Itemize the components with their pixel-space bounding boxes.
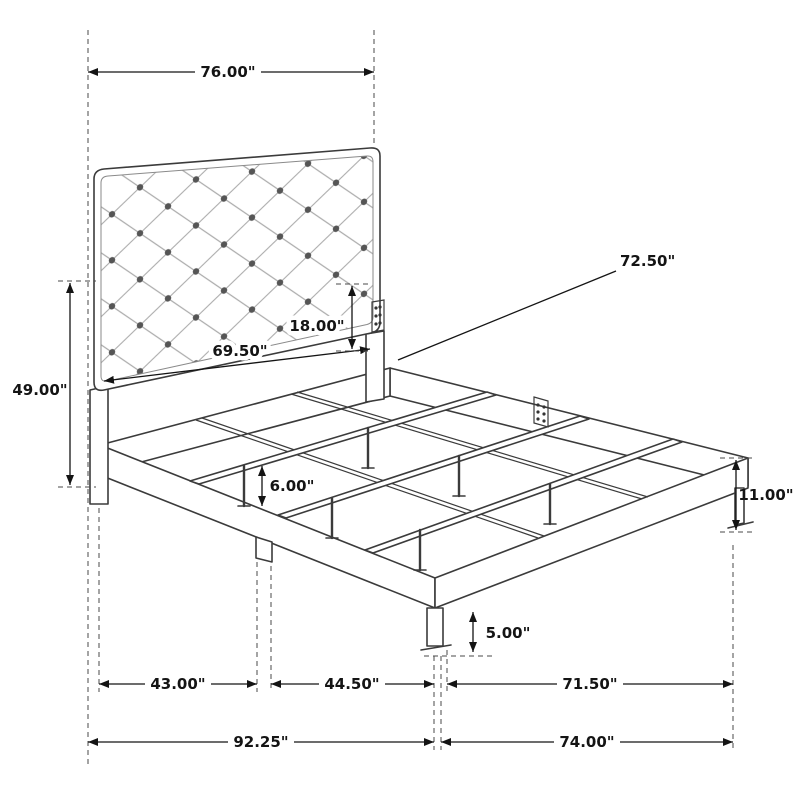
headboard-leg-right — [365, 330, 385, 403]
center-rail — [195, 419, 539, 539]
center-rail — [201, 417, 545, 537]
headboard-tufting — [100, 155, 374, 382]
slat — [189, 391, 497, 485]
bracket-plate — [371, 299, 385, 333]
bracket-hole — [374, 322, 378, 326]
dim-section-mid: 44.50" — [271, 674, 434, 694]
dim-section-head: 43.00" — [99, 674, 257, 694]
foot-left-leg-post — [426, 607, 444, 647]
label-bg — [319, 674, 385, 694]
dim-foot-width: 74.00" — [441, 732, 733, 752]
bracket-hole — [542, 412, 546, 416]
section-head-label: 43.00" — [150, 675, 205, 693]
dim-rail-height: 11.00" — [720, 457, 794, 533]
bracket-hole — [536, 410, 540, 414]
dim-overall-length: 92.25" — [88, 732, 434, 752]
dim-slat-length: 72.50" — [397, 252, 675, 361]
slat — [364, 438, 683, 554]
slat — [277, 415, 590, 519]
support-leg-height-label: 6.00" — [270, 477, 315, 495]
bracket-hole — [536, 403, 540, 407]
foot-rail — [434, 457, 749, 609]
bracket-hole — [536, 417, 540, 421]
label-bg — [195, 62, 261, 82]
bracket-hole — [378, 313, 382, 317]
panel-height-label: 18.00" — [289, 317, 344, 335]
overall-length-label: 92.25" — [233, 733, 288, 751]
interior-width-label: 69.50" — [212, 342, 267, 360]
bracket-plate — [533, 396, 549, 428]
foot-left-leg — [420, 607, 452, 651]
dim-headboard-width: 76.00" — [88, 62, 374, 82]
bracket-hole — [378, 321, 382, 325]
extension-lines — [87, 30, 734, 768]
foot-leg-height-label: 5.00" — [486, 624, 531, 642]
bracket-hole — [374, 314, 378, 318]
foot-left-leg-foot — [420, 644, 452, 651]
support-legs — [237, 426, 557, 572]
rail-height-label: 11.00" — [738, 486, 793, 504]
dim-headboard-height: 49.00" — [12, 280, 96, 488]
leader-line — [397, 270, 617, 361]
headboard-height-label: 49.00" — [12, 381, 67, 399]
dim-support-leg-height: 6.00" — [258, 466, 319, 506]
section-mid-label: 44.50" — [324, 675, 379, 693]
label-bg — [554, 732, 620, 752]
dim-line — [103, 346, 371, 384]
center-rails — [195, 391, 649, 539]
bracket-hole — [378, 305, 382, 309]
slats — [189, 391, 683, 554]
headboard-leg-left — [89, 385, 109, 505]
bed-frame — [89, 147, 754, 651]
foot-width-label: 74.00" — [559, 733, 614, 751]
label-bg — [145, 674, 211, 694]
head-rail — [99, 367, 391, 474]
far-side-rail — [389, 367, 749, 487]
bracket-hole — [374, 306, 378, 310]
section-foot-label: 71.50" — [562, 675, 617, 693]
bracket-side-rail — [533, 396, 549, 428]
center-rail — [296, 391, 649, 498]
bracket-headboard-post — [371, 299, 385, 333]
label-bg — [228, 732, 294, 752]
dimension-annotations: 76.00" 49.00" 69.50" 18.00" 72.50" 6.00" — [12, 62, 794, 752]
center-rail — [290, 393, 643, 500]
bracket-hole — [542, 419, 546, 423]
dim-section-foot: 71.50" — [447, 674, 733, 694]
label-bg — [557, 674, 623, 694]
front-side-rail — [99, 444, 436, 609]
bracket-hole — [542, 405, 546, 409]
headboard-width-label: 76.00" — [200, 63, 255, 81]
front-rail-mid-leg — [255, 536, 273, 563]
slat-length-label: 72.50" — [620, 252, 675, 270]
headboard — [93, 147, 381, 392]
